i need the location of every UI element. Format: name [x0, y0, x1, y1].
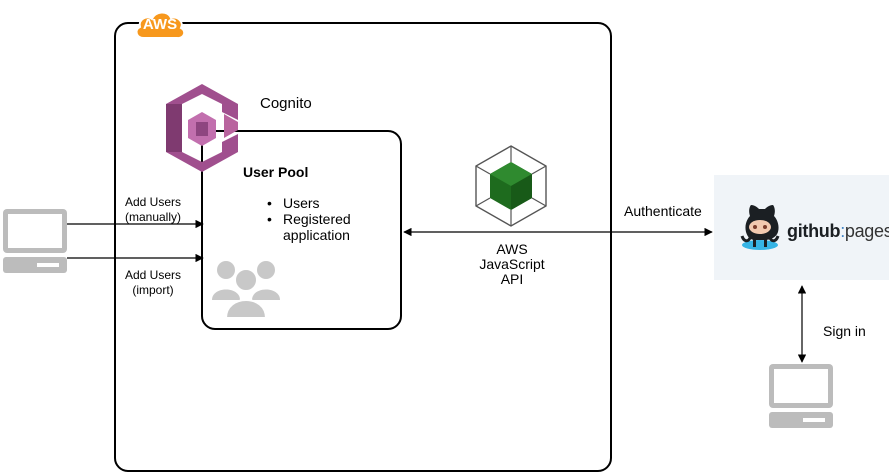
github-pages-box: [714, 175, 889, 280]
laptop-icon-right: [769, 364, 833, 428]
user-pool-title: User Pool: [243, 164, 309, 180]
users-group-icon: [212, 261, 280, 319]
user-pool-item-registered: Registered: [265, 211, 385, 227]
user-pool-box: [201, 130, 402, 330]
aws-cloud-boundary: [114, 22, 612, 472]
edge-label-add-users-manual: Add Users (manually): [124, 195, 182, 224]
aws-cloud-icon: [135, 11, 186, 40]
user-pool-item-users: Users: [265, 195, 385, 211]
javascript-api-icon: [475, 145, 547, 227]
cognito-label: Cognito: [260, 95, 312, 112]
laptop-icon-left: [3, 209, 67, 273]
edge-label-api: AWS JavaScript API: [479, 241, 545, 287]
github-pages-logo-text: github:pages: [787, 221, 889, 241]
cognito-icon: [166, 84, 238, 172]
edge-label-authenticate: Authenticate: [624, 203, 702, 219]
edge-label-add-users-import: Add Users (import): [124, 268, 182, 297]
octocat-icon: [740, 205, 780, 250]
user-pool-list: Users Registered: [265, 195, 385, 227]
edge-label-sign-in: Sign in: [823, 323, 866, 339]
user-pool-item-application: application: [283, 227, 350, 243]
aws-badge-label: AWS: [142, 16, 178, 33]
